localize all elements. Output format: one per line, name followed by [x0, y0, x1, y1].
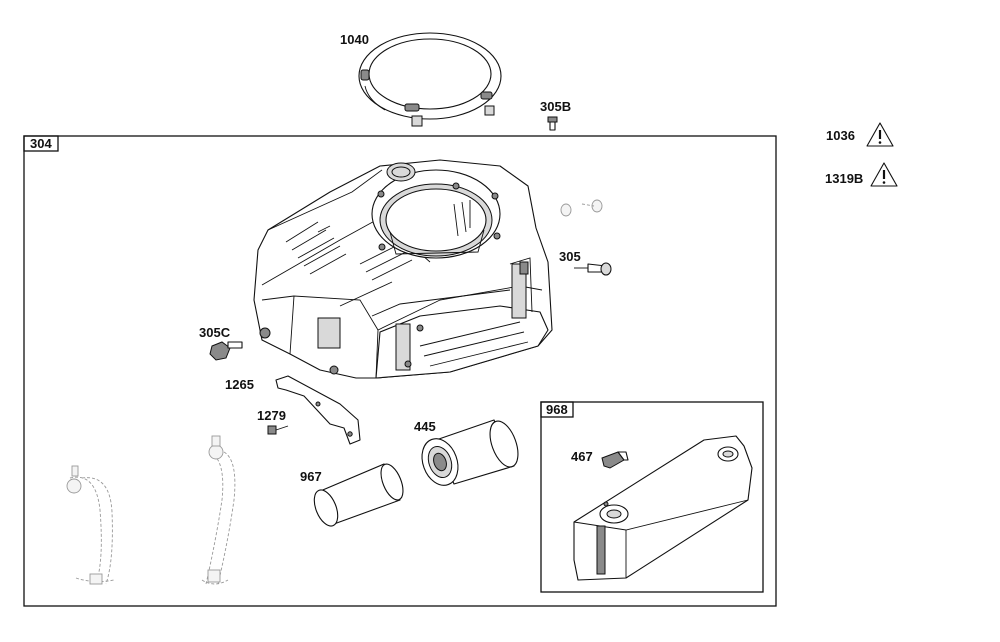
label-1279[interactable]: 1279 [257, 408, 286, 423]
group-304-frame [23, 135, 777, 607]
group-968-tag [540, 401, 574, 418]
label-305b[interactable]: 305B [540, 99, 571, 114]
knob-467[interactable] [601, 451, 629, 469]
screw-1279[interactable] [267, 425, 289, 435]
label-967[interactable]: 967 [300, 469, 322, 484]
group-304-tag [23, 135, 59, 152]
warning-triangle-icon [866, 122, 894, 147]
tube-ghost-left [66, 465, 115, 585]
label-1040[interactable]: 1040 [340, 32, 369, 47]
tube-ghost-right [201, 435, 236, 585]
washer-ghost [560, 199, 603, 217]
air-cleaner-cover[interactable] [573, 435, 753, 581]
filter-sleeve-967[interactable] [310, 461, 408, 529]
group-304-label[interactable]: 304 [30, 136, 52, 151]
blower-housing[interactable] [253, 159, 553, 379]
bolt-305c[interactable] [209, 341, 243, 361]
label-467[interactable]: 467 [571, 449, 593, 464]
screen-ring-1040[interactable] [358, 32, 502, 127]
label-1319b[interactable]: 1319B [825, 171, 863, 186]
label-305c[interactable]: 305C [199, 325, 231, 340]
label-1265[interactable]: 1265 [225, 377, 254, 392]
bolt-305b[interactable] [547, 116, 558, 131]
label-1036[interactable]: 1036 [826, 128, 855, 143]
filter-cartridge-445[interactable] [416, 417, 524, 490]
label-305[interactable]: 305 [559, 249, 581, 264]
bolt-305[interactable] [574, 262, 612, 276]
group-968-label[interactable]: 968 [546, 402, 568, 417]
group-968-frame [540, 401, 764, 593]
warning-triangle-icon [870, 162, 898, 187]
label-445[interactable]: 445 [414, 419, 436, 434]
bracket-1265[interactable] [275, 375, 361, 445]
